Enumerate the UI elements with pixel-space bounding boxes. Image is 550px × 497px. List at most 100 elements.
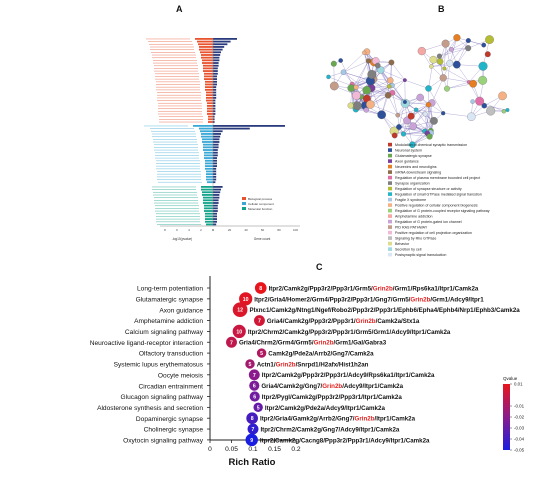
gene-list: Itpr2/Camk2g/Cacng8/Ppp3r2/Ppp3r1/Adcy9/… xyxy=(260,437,430,444)
network-node xyxy=(449,47,453,51)
go-bar-count xyxy=(213,165,217,167)
go-bar-count xyxy=(213,97,216,99)
go-term-label xyxy=(159,116,203,117)
go-term-label xyxy=(151,131,195,132)
gene-segment: Camk2g/Pde2a/Arrb2/Gng7/Camk2a xyxy=(268,351,374,358)
go-bar-pvalue xyxy=(204,154,213,156)
go-bar-count xyxy=(213,207,218,209)
go-bar-pvalue xyxy=(206,173,213,175)
go-bar-count xyxy=(213,78,217,80)
gene-segment: /Itpr1/Camk2a xyxy=(374,416,415,423)
network-legend-label: Neuronal system xyxy=(395,149,422,153)
go-xlabel-right: Gene count xyxy=(254,237,271,241)
go-bar-pvalue xyxy=(204,78,213,80)
go-term-label xyxy=(152,187,196,188)
gene-list: Camk2g/Pde2a/Arrb2/Gng7/Camk2a xyxy=(268,351,374,358)
go-bar-count xyxy=(213,130,223,132)
network-node xyxy=(418,47,426,55)
gene-segment: Itpr2/Gria4/Gamk2g/Arrb2/Gng7/ xyxy=(260,416,355,423)
x-tick-label: 0.1 xyxy=(248,446,257,453)
network-legend-swatch xyxy=(388,203,392,207)
bubble-count: 8 xyxy=(259,286,262,292)
go-bar-pvalue xyxy=(205,215,213,217)
network-legend-label: Neurexins and neuroligins xyxy=(395,165,437,169)
bubble-count: 10 xyxy=(243,297,249,303)
legend-swatch-mf xyxy=(242,207,246,210)
go-term-label xyxy=(155,158,199,159)
gene-segment: Gria4/Camk2g/Ppp3r2/Ppp3r1/ xyxy=(267,318,356,325)
network-legend-swatch xyxy=(388,253,392,257)
gene-list: Gria4/Camk2g/Gng7/Grin2b/Adcy9/Itpr1/Cam… xyxy=(261,383,403,390)
go-bar-pvalue xyxy=(206,176,213,178)
network-node xyxy=(396,124,401,129)
network-legend-label: Behavior xyxy=(395,242,410,246)
network-node xyxy=(442,40,450,48)
go-bar-pvalue xyxy=(202,59,213,61)
go-term-label xyxy=(157,100,201,101)
go-term-label xyxy=(157,171,201,172)
go-bar-count xyxy=(213,46,224,48)
network-legend-label: Modulation of chemical synaptic transmis… xyxy=(395,143,467,147)
go-term-label xyxy=(157,98,201,99)
go-bar-pvalue xyxy=(204,152,213,154)
go-bar-count xyxy=(213,171,216,173)
go-term-label xyxy=(155,211,199,212)
legend-label-bp: Biological process xyxy=(248,197,273,201)
go-bar-pvalue xyxy=(197,41,213,43)
go-term-label xyxy=(150,49,194,50)
network-node xyxy=(482,43,486,47)
go-bar-count xyxy=(213,62,219,64)
go-bar-pvalue xyxy=(203,149,213,151)
go-term-label xyxy=(155,79,199,80)
go-bar-pvalue xyxy=(205,168,213,170)
network-node xyxy=(467,113,475,121)
go-bar-pvalue xyxy=(204,76,213,78)
go-bar-pvalue xyxy=(203,70,213,72)
go-term-label xyxy=(159,119,203,120)
go-bar-pvalue xyxy=(207,105,213,107)
go-bar-pvalue xyxy=(201,133,213,135)
network-node xyxy=(466,38,471,43)
network-legend-swatch xyxy=(388,148,392,152)
network-node xyxy=(469,80,476,87)
go-bar-count xyxy=(213,133,221,135)
go-bar-pvalue xyxy=(204,73,213,75)
network-node xyxy=(437,58,443,64)
network-legend-swatch xyxy=(388,165,392,169)
go-bar-pvalue xyxy=(206,179,213,181)
term-label: Circadian entrainment xyxy=(138,383,203,390)
go-term-label xyxy=(156,81,200,82)
go-bar-count xyxy=(213,121,215,123)
network-node xyxy=(364,107,369,112)
colorbar-tick-label: 0.01 xyxy=(514,382,523,387)
go-bar-count xyxy=(213,100,215,102)
network-node xyxy=(441,111,445,115)
network-node xyxy=(425,85,431,91)
network-node xyxy=(414,108,418,112)
go-x-tick-left: 2 xyxy=(200,228,202,232)
go-bar-pvalue xyxy=(203,146,213,148)
gene-segment: /Adcy9/Itpr1/Camk2a xyxy=(342,383,403,390)
network-node xyxy=(331,61,337,67)
go-bar-pvalue xyxy=(206,224,213,226)
network-legend-label: Regulation of small GTPase mediated sign… xyxy=(395,193,482,197)
go-bar-count xyxy=(213,202,219,204)
go-term-label xyxy=(155,155,199,156)
go-term-label xyxy=(152,57,196,58)
network-legend-label: Regulation of G protein-coupled receptor… xyxy=(395,209,490,213)
term-label: Glutamatergic synapse xyxy=(136,296,204,303)
go-bar-count xyxy=(213,102,215,104)
bubble-count: 6 xyxy=(253,384,256,390)
go-term-label xyxy=(153,60,197,61)
network-node xyxy=(330,82,338,90)
go-term-label xyxy=(155,152,199,153)
bubble-count: 7 xyxy=(230,340,233,346)
go-term-label xyxy=(157,177,201,178)
go-bar-pvalue xyxy=(208,121,213,123)
term-label: Oxytocin signaling pathway xyxy=(123,438,204,445)
gene-segment: /Grm1/Adcy9/Itpr1 xyxy=(430,296,484,303)
go-bar-count xyxy=(213,181,215,183)
network-legend-swatch xyxy=(388,247,392,251)
gene-segment: Itpr2/Camk2g/Ppp3r2/Ppp3r1/Adcy9/Rps6ka1… xyxy=(262,372,435,379)
network-node xyxy=(430,56,437,63)
